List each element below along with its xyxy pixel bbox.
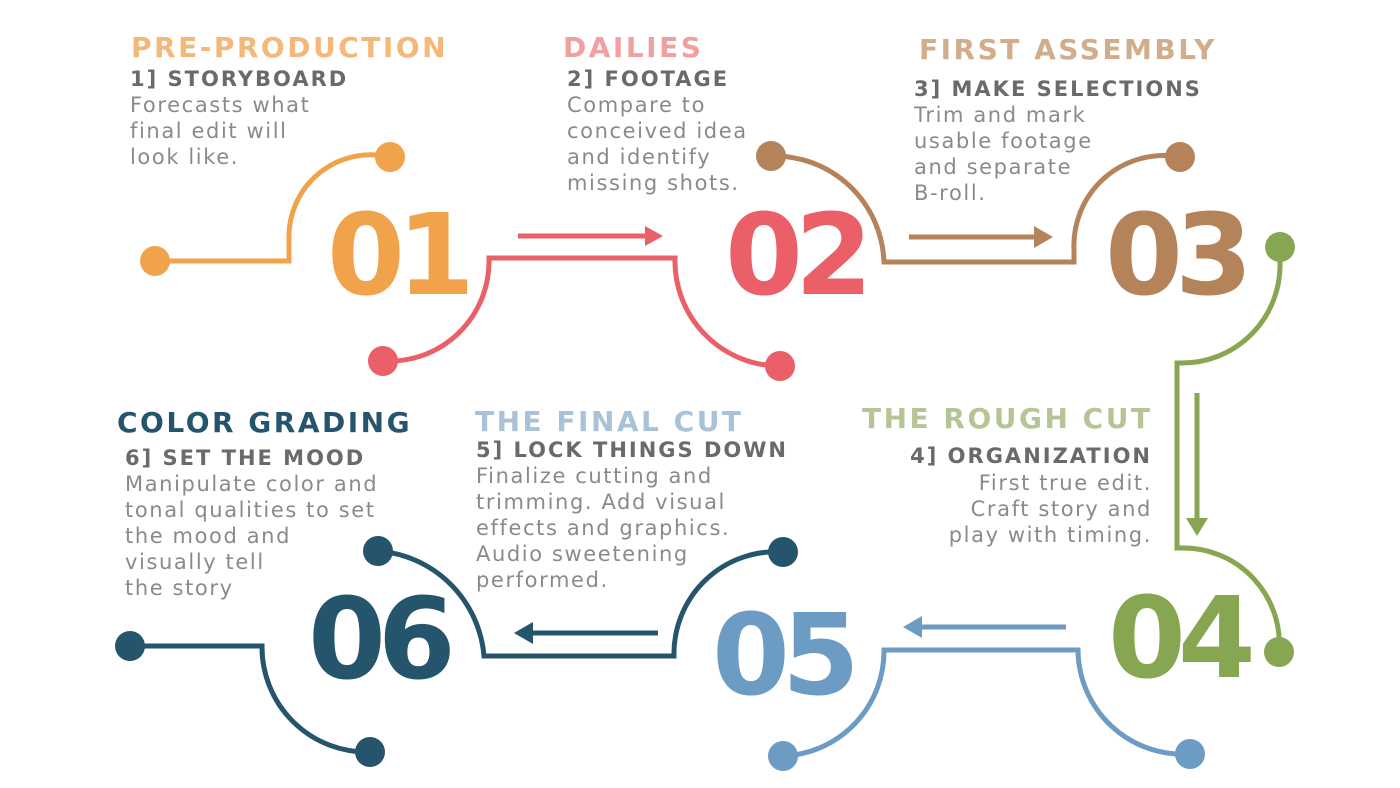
- node-dot-icon: [768, 537, 798, 567]
- stage-title: THE FINAL CUT: [475, 405, 744, 438]
- node-dot-icon: [1264, 637, 1294, 667]
- node-dot-icon: [115, 631, 145, 661]
- step-number: 05: [712, 591, 860, 721]
- node-dot-icon: [375, 142, 405, 172]
- node-dot-icon: [765, 351, 795, 381]
- step-description: Forecasts what final edit will look like…: [130, 93, 311, 169]
- stage-title: DAILIES: [563, 31, 704, 64]
- step-title: 3] MAKE SELECTIONS: [914, 77, 1202, 101]
- arrow-left-icon: [514, 622, 533, 644]
- arrow-right-icon: [1034, 226, 1053, 248]
- step-description: First true edit. Craft story and play wi…: [948, 471, 1152, 547]
- node-dot-icon: [1165, 142, 1195, 172]
- step-title: 2] FOOTAGE: [567, 67, 730, 91]
- stage-title: FIRST ASSEMBLY: [919, 33, 1217, 66]
- node-dot-icon: [768, 741, 798, 771]
- stage-title: PRE-PRODUCTION: [131, 31, 448, 64]
- arrow-down-icon: [1186, 518, 1208, 536]
- node-dot-icon: [1175, 739, 1205, 769]
- step-description: Trim and mark usable footage and separat…: [914, 103, 1093, 205]
- arrow-right-icon: [645, 226, 663, 246]
- node-dot-icon: [756, 141, 786, 171]
- node-dot-icon: [1265, 232, 1295, 262]
- step-number: 02: [725, 191, 873, 321]
- arrow-left-icon: [903, 616, 922, 638]
- step-description: Manipulate color and tonal qualities to …: [125, 472, 379, 600]
- step-title: 6] SET THE MOOD: [125, 446, 366, 470]
- node-dot-icon: [363, 536, 393, 566]
- step-title: 4] ORGANIZATION: [910, 444, 1152, 468]
- step-description: Finalize cutting and trimming. Add visua…: [476, 464, 731, 592]
- node-dot-icon: [140, 246, 170, 276]
- stage-title: COLOR GRADING: [117, 406, 413, 439]
- step-number: 01: [327, 191, 475, 321]
- step-number: 03: [1105, 191, 1253, 321]
- stage-title: THE ROUGH CUT: [862, 402, 1153, 435]
- node-dot-icon: [355, 737, 385, 767]
- step-title: 5] LOCK THINGS DOWN: [476, 438, 788, 462]
- step-number: 04: [1108, 574, 1256, 704]
- step-title: 1] STORYBOARD: [130, 67, 349, 91]
- step-number: 06: [308, 575, 456, 705]
- connector-step-1: [155, 152, 391, 264]
- step-description: Compare to conceived idea and identify m…: [567, 93, 748, 195]
- node-dot-icon: [368, 346, 398, 376]
